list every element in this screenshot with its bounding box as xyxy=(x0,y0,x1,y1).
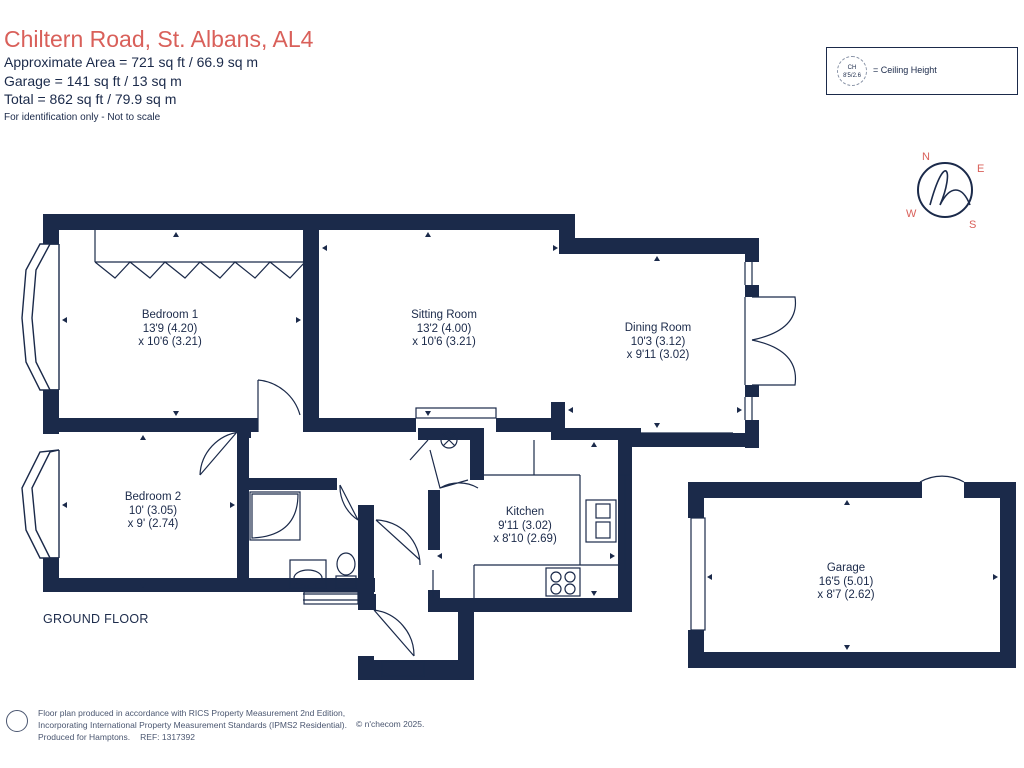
room-labels: Bedroom 1 13'9 (4.20) x 10'6 (3.21) Sitt… xyxy=(125,309,875,601)
compass-w: W xyxy=(906,208,917,220)
garage-dim2: x 8'7 (2.62) xyxy=(817,589,874,601)
sitting-dim1: 13'2 (4.00) xyxy=(417,323,472,335)
garage-area: Garage = 141 sq ft / 13 sq m xyxy=(4,73,182,89)
badge-top: CH xyxy=(847,65,857,71)
footer: Floor plan produced in accordance with R… xyxy=(38,707,347,743)
bedroom1-name: Bedroom 1 xyxy=(142,309,198,321)
footer-ref: REF: 1317392 xyxy=(140,732,195,742)
compass-icon: N E S W xyxy=(906,151,984,231)
footer-line2: Incorporating International Property Mea… xyxy=(38,720,347,730)
bedroom2-dim1: 10' (3.05) xyxy=(129,505,177,517)
compass-s: S xyxy=(969,219,976,231)
bay-window-bedroom-2 xyxy=(21,449,60,559)
disclaimer-note: For identification only - Not to scale xyxy=(4,112,161,123)
floor-label: GROUND FLOOR xyxy=(43,612,149,626)
page-title: Chiltern Road, St. Albans, AL4 xyxy=(4,26,314,52)
total-area: Total = 862 sq ft / 79.9 sq m xyxy=(4,91,177,107)
dining-windows xyxy=(641,262,797,441)
person-icon xyxy=(6,710,28,732)
dimension-arrows xyxy=(62,232,998,650)
footer-line1: Floor plan produced in accordance with R… xyxy=(38,708,346,718)
badge-bottom: 8'5/2.6 xyxy=(843,73,861,79)
footer-line3: Produced for Hamptons. xyxy=(38,732,131,742)
bedroom2-name: Bedroom 2 xyxy=(125,491,181,503)
kitchen-name: Kitchen xyxy=(506,506,544,518)
dining-name: Dining Room xyxy=(625,322,691,334)
bathroom-fittings xyxy=(249,491,357,589)
garage-name: Garage xyxy=(827,562,865,574)
copyright: © n'checom 2025. xyxy=(356,719,425,729)
wardrobe xyxy=(94,230,306,279)
walls xyxy=(43,214,1016,680)
sitting-dim2: x 10'6 (3.21) xyxy=(412,336,476,348)
garage-dim1: 16'5 (5.01) xyxy=(819,576,874,588)
kitchen-fittings xyxy=(432,431,630,598)
bedroom1-dim1: 13'9 (4.20) xyxy=(143,323,198,335)
ceiling-height-legend: CH 8'5/2.6 = Ceiling Height xyxy=(826,47,1018,95)
doors xyxy=(199,379,965,657)
garage-window xyxy=(690,517,706,631)
kitchen-dim1: 9'11 (3.02) xyxy=(498,520,552,532)
sitting-name: Sitting Room xyxy=(411,309,477,321)
compass-n: N xyxy=(922,151,930,163)
compass-e: E xyxy=(977,163,984,175)
ceiling-height-badge: CH 8'5/2.6 xyxy=(837,56,867,86)
hall-window xyxy=(303,407,497,677)
dining-dim1: 10'3 (3.12) xyxy=(631,336,686,348)
dining-dim2: x 9'11 (3.02) xyxy=(627,349,690,361)
bedroom2-dim2: x 9' (2.74) xyxy=(128,518,179,530)
kitchen-dim2: x 8'10 (2.69) xyxy=(493,533,557,545)
bay-window-bedroom-1 xyxy=(21,243,60,391)
legend-label: = Ceiling Height xyxy=(873,65,937,75)
bedroom1-dim2: x 10'6 (3.21) xyxy=(138,336,202,348)
approximate-area: Approximate Area = 721 sq ft / 66.9 sq m xyxy=(4,54,259,70)
